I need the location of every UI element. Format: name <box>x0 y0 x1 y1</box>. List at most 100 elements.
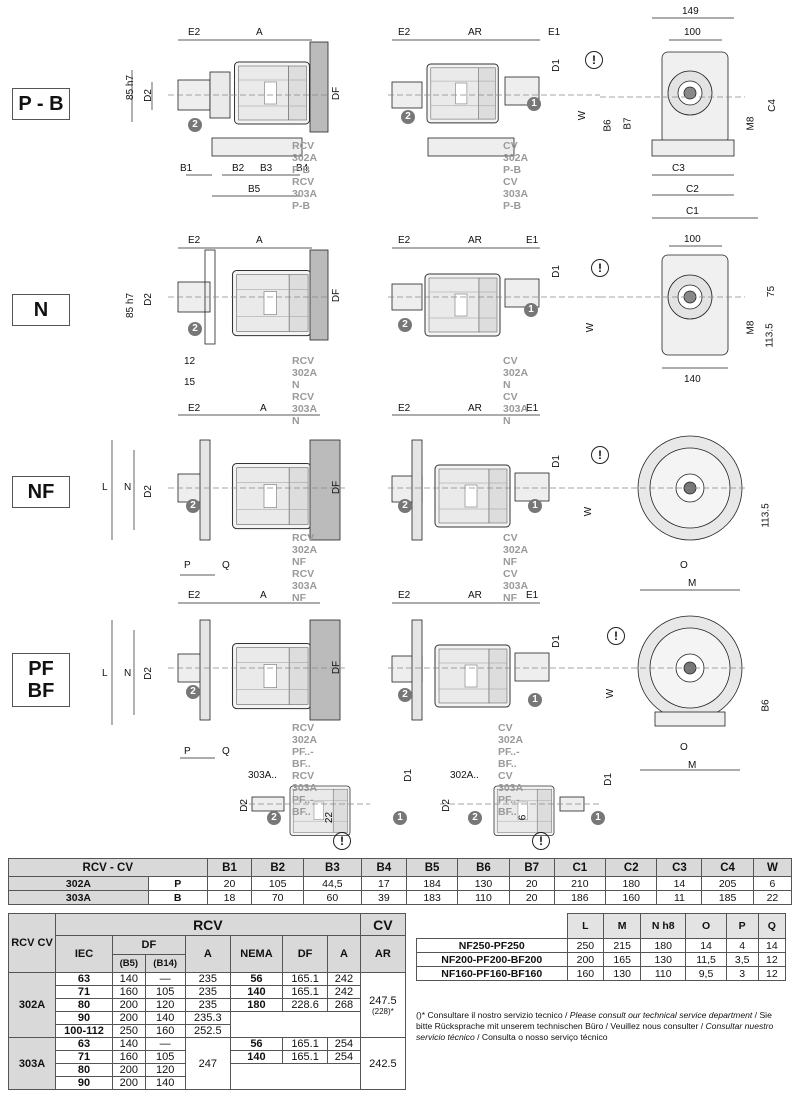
badge-2: 2 <box>401 110 415 124</box>
header-a-nema: A <box>327 935 361 973</box>
dim-100: 100 <box>684 234 701 245</box>
header-df: DF <box>112 935 186 955</box>
header-cell: N h8 <box>640 913 687 939</box>
variant-text-n: N <box>33 299 49 321</box>
value-cell: 120 <box>144 998 186 1012</box>
value-cell: 200 <box>112 1076 146 1090</box>
header-cell: L <box>566 913 605 939</box>
dim-q: Q <box>222 560 230 571</box>
value-cell: 186 <box>553 890 607 905</box>
nema-cell: 140 <box>229 985 283 999</box>
value-cell: 235 <box>184 985 231 999</box>
dim-df: DF <box>331 86 343 101</box>
value-cell: 110 <box>457 890 510 905</box>
footnote-es: Consultar nuestro servicio técnico <box>416 1021 774 1042</box>
header-cell: C4 <box>701 858 754 877</box>
value-cell: 165.1 <box>281 985 329 999</box>
badge-2: 2 <box>186 499 200 513</box>
dim-m: M <box>688 578 697 589</box>
empty-cell <box>229 1063 361 1090</box>
dim-q: Q <box>222 746 230 757</box>
caption-pf-rcv: RCV 302A PF..- BF..RCV 303A PF..- BF.. <box>292 722 317 818</box>
dim-e2: E2 <box>398 27 411 38</box>
dim-d1: D1 <box>602 773 614 786</box>
header-cell: B4 <box>360 858 407 877</box>
value-cell: 14 <box>757 938 787 953</box>
dim-o: O <box>680 560 688 571</box>
model-cell: 303A <box>8 890 149 905</box>
dim-a: A <box>260 403 267 414</box>
dim-85h7: 85 h7 <box>125 74 137 101</box>
header-b14: (B14) <box>144 954 186 973</box>
value-cell: 60 <box>302 890 362 905</box>
dim-c2: C2 <box>686 184 699 195</box>
value-cell: 235.3 <box>184 1011 231 1025</box>
value-cell: 180 <box>640 938 687 953</box>
table-row: NF250-PF250 250 215 180 14 4 14 <box>416 938 787 953</box>
value-cell: 70 <box>251 890 304 905</box>
nema-cell: 56 <box>229 972 283 986</box>
iec-cell: 90 <box>55 1011 113 1025</box>
dim-b7: B7 <box>622 117 634 130</box>
footnote-it: ()* Consultare il nostro servizio tecnic… <box>416 1010 570 1020</box>
value-cell: 254 <box>327 1037 361 1051</box>
iec-cell: 71 <box>55 985 113 999</box>
value-cell: 18 <box>206 890 253 905</box>
header-cell: RCV - CV <box>8 858 208 877</box>
dim-100: 100 <box>684 27 701 38</box>
footnote-en: Please consult our technical service dep… <box>569 1010 753 1020</box>
table-row: 71 160 105 235 140 165.1 242 <box>9 985 406 999</box>
dim-ar: AR <box>468 27 482 38</box>
dim-w: W <box>585 322 597 333</box>
header-cv: CV <box>359 913 407 936</box>
dim-a: A <box>256 235 263 246</box>
dim-e2: E2 <box>188 403 201 414</box>
ar-note: (228)* <box>371 1006 394 1016</box>
variant-text-nf: NF <box>27 481 55 503</box>
value-cell: 228.6 <box>281 998 329 1012</box>
variant-label-n: N <box>12 294 70 326</box>
value-cell: 20 <box>508 890 555 905</box>
dim-d1: D1 <box>550 265 562 278</box>
dim-e1: E1 <box>526 235 539 246</box>
dim-113-5: 113.5 <box>760 503 772 528</box>
dim-d1: D1 <box>550 455 562 468</box>
dim-15: 15 <box>184 377 196 388</box>
type-cell: P <box>147 876 208 891</box>
dim-b5: B5 <box>248 184 261 195</box>
value-cell: 4 <box>725 938 759 953</box>
table-row: NF200-PF200-BF200 200 165 130 11,5 3,5 1… <box>416 952 787 967</box>
a-cell: 247 <box>184 1037 231 1090</box>
dim-e2: E2 <box>398 403 411 414</box>
badge-2: 2 <box>186 685 200 699</box>
dim-b6: B6 <box>760 699 772 712</box>
variant-label-pf-bf: PF BF <box>12 653 70 707</box>
dim-p: P <box>184 746 191 757</box>
iec-cell: 80 <box>55 998 113 1012</box>
value-cell: 130 <box>603 966 642 981</box>
flange-code-cell: NF250-PF250 <box>416 938 568 953</box>
dim-ar: AR <box>468 403 482 414</box>
dim-d1: D1 <box>550 59 562 72</box>
badge-1: 1 <box>393 811 407 825</box>
dim-d2: D2 <box>142 293 154 306</box>
dim-ar: AR <box>468 590 482 601</box>
header-df-nema: DF <box>281 935 329 973</box>
dim-p: P <box>184 560 191 571</box>
table-row: 80 200 120 235 180 228.6 268 <box>9 998 406 1012</box>
value-cell: 140 <box>144 1011 186 1025</box>
table-row: 302A P 20 105 44,5 17 184 130 20 210 180… <box>8 876 793 891</box>
value-cell: 105 <box>144 1050 186 1064</box>
dim-n: N <box>124 668 132 679</box>
value-cell: 140 <box>112 1037 146 1051</box>
dim-d1: D1 <box>550 635 562 648</box>
value-cell: 130 <box>457 876 510 891</box>
value-cell: 185 <box>701 890 754 905</box>
dim-149: 149 <box>682 6 699 17</box>
badge-1: 1 <box>527 97 541 111</box>
warning-icon: ! <box>585 51 603 69</box>
dim-d2: D2 <box>440 799 452 812</box>
value-cell: 165.1 <box>281 1050 329 1064</box>
